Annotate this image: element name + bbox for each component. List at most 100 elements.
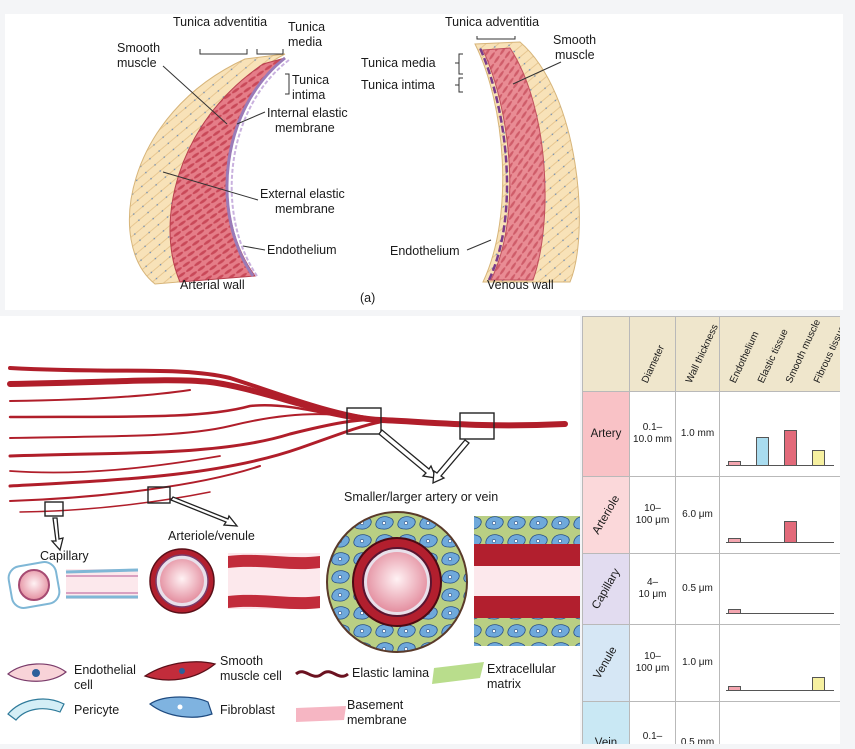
wall-thickness-cell: 1.0 mm (675, 391, 720, 477)
legend-fibroblast-icon (148, 696, 213, 718)
elastic-tissue-bar (756, 437, 769, 466)
arteriole-longitudinal (228, 553, 320, 610)
vein-wall-drawing (474, 41, 580, 283)
bar-baseline (726, 465, 834, 466)
label-vein-tunica-adventitia: Tunica adventitia (445, 15, 539, 29)
capillary-longitudinal (65, 568, 139, 599)
diameter-cell: 0.1– 100.0 mm (629, 701, 676, 744)
legend-fibroblast-label: Fibroblast (220, 703, 275, 717)
header-blank (582, 316, 630, 392)
diameter-cell-value: 10– 100 μm (635, 651, 670, 674)
legend-line: Endothelial (74, 663, 136, 677)
label-arteriole-venule: Arteriole/venule (168, 529, 255, 543)
legend-line: Extracellular (487, 662, 556, 676)
label-line: muscle (555, 48, 595, 62)
label-artery-endothelium: Endothelium (267, 243, 337, 257)
header-tissues: Endothelium Elastic tissue Smooth muscle… (719, 316, 840, 392)
label-artery-tunica-adventitia: Tunica adventitia (173, 15, 267, 29)
label-line: Tunica (288, 20, 325, 34)
vessel-name: Arteriole (590, 493, 622, 537)
legend-smooth-muscle-icon (143, 661, 217, 681)
vessel-name: Capillary (589, 566, 623, 612)
tissue-bars-cell (719, 553, 840, 625)
capillary-cross-section (7, 561, 61, 609)
panel-b-vessel-hierarchy: Capillary Arteriole/venule Smaller/large… (0, 316, 580, 744)
arteriole-cross-section (149, 548, 215, 614)
label-line: intima (292, 88, 325, 102)
legend-basement-icon (296, 706, 346, 722)
artery-wall-drawing (129, 53, 290, 285)
header-diameter-text: Diameter (640, 343, 668, 385)
legend-elastic-icon (295, 670, 349, 678)
header-wall-text: Wall thickness (684, 322, 721, 385)
bar-baseline (726, 690, 834, 691)
header-wall-thickness: Wall thickness (675, 316, 721, 392)
caption-venous-wall: Venous wall (487, 278, 554, 292)
label-vein-tunica-intima: Tunica intima (361, 78, 435, 92)
bar-baseline (726, 542, 834, 543)
artery-cross-section (326, 511, 468, 653)
panel-label-a: (a) (360, 291, 375, 305)
label-line: External elastic (260, 187, 345, 201)
vessel-name: Venule (592, 644, 620, 682)
legend-pericyte-label: Pericyte (74, 703, 120, 717)
label-line: media (288, 35, 322, 49)
diameter-cell: 10– 100 μm (629, 476, 676, 554)
diameter-cell: 4– 10 μm (629, 553, 676, 625)
legend-line: cell (74, 678, 93, 692)
table-header-row: Diameter Wall thickness Endothelium Elas… (582, 316, 840, 392)
legend-line: muscle cell (220, 669, 282, 683)
vessel-comparison-table: Diameter Wall thickness Endothelium Elas… (582, 316, 840, 744)
caption-arterial-wall: Arterial wall (180, 278, 245, 292)
label-line: muscle (117, 56, 157, 70)
legend-ecm-icon (432, 662, 484, 684)
label-line: membrane (275, 121, 335, 135)
vessel-name-cell: Artery (582, 391, 630, 477)
wall-thickness-cell-value: 0.5 mm (680, 737, 715, 744)
artery-longitudinal (474, 516, 580, 646)
label-line: Internal elastic (267, 106, 348, 120)
vessel-name: Artery (590, 428, 622, 440)
wall-thickness-cell-value: 1.0 mm (680, 428, 715, 439)
diameter-cell-value: 10– 100 μm (635, 503, 670, 526)
diameter-cell-value: 0.1– 100.0 mm (630, 731, 674, 744)
vessel-name-cell: Venule (582, 624, 630, 702)
vessel-tree (7, 366, 568, 513)
smooth-muscle-bar (784, 430, 797, 466)
zoom-arrows (50, 429, 470, 552)
label-artery-or-vein: Smaller/larger artery or vein (344, 490, 498, 504)
legend-line: membrane (347, 713, 407, 727)
vessel-name-cell: Arteriole (582, 476, 630, 554)
table-row: Venule 10– 100 μm 1.0 μm (582, 624, 840, 702)
wall-thickness-cell-value: 1.0 μm (682, 657, 713, 668)
vessel-branching-illustration: Capillary Arteriole/venule Smaller/large… (7, 366, 580, 722)
label-vein-endothelium: Endothelium (390, 244, 460, 258)
wall-thickness-cell: 6.0 μm (675, 476, 720, 554)
legend-elastic-label: Elastic lamina (352, 666, 430, 680)
header-diameter: Diameter (629, 316, 676, 392)
tissue-bars-cell (719, 476, 840, 554)
wall-thickness-cell: 1.0 μm (675, 624, 720, 702)
fibrous-tissue-bar (812, 677, 825, 691)
label-line: Tunica (292, 73, 329, 87)
vein-labels: Tunica adventitia Tunica media Tunica in… (361, 15, 596, 292)
tissue-bars-cell (719, 701, 840, 744)
legend-symbols (7, 661, 484, 722)
label-line: membrane (275, 202, 335, 216)
